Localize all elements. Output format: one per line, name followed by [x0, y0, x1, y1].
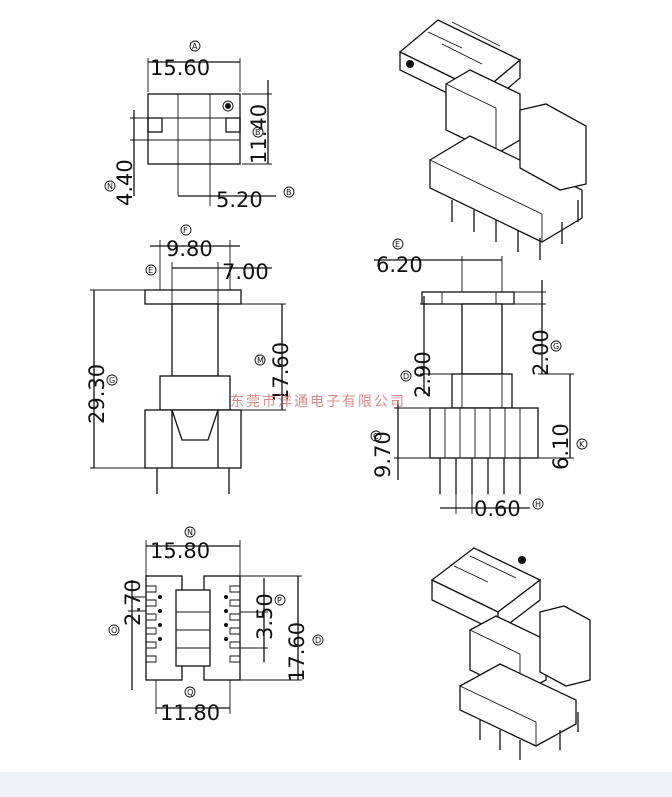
dim-top-height: 11.40: [247, 104, 271, 164]
dim-front-flange-label-letter: E: [148, 266, 153, 275]
front-view: 9.80 F E 7.00 29.30 G 17.60 M: [85, 224, 293, 494]
bobbin-drawing: 15.60 A 11.40 B 4.40 N 5.20 B: [85, 19, 591, 760]
dim-top-width: 15.60: [150, 56, 210, 80]
dim-side-upper: 2.00: [529, 329, 553, 376]
dim-front-flange: 9.80: [166, 237, 213, 261]
watermark-text: 东莞市洋通电子有限公司: [230, 393, 406, 410]
dim-top-height-letter: B: [255, 128, 261, 137]
footer-band: [0, 772, 672, 797]
dim-side-base-letter: C: [373, 432, 379, 441]
dim-bottom-pitch: 2.70: [121, 579, 145, 626]
bottom-view: 15.80 N 2.70 O 3.50 P 17.60 D 11.80 Q: [108, 526, 324, 725]
dim-top-offset: 5.20: [216, 188, 263, 212]
top-view: 15.60 A 11.40 B 4.40 N 5.20 B: [104, 40, 295, 212]
isometric-view-bottom: [430, 547, 591, 760]
dim-bottom-top-width: 15.80: [150, 539, 210, 563]
dim-top-offset-letter: B: [286, 188, 292, 197]
dim-side-mid-letter: D: [403, 372, 409, 381]
dim-bottom-height-letter: D: [315, 636, 321, 645]
dim-top-slot: 4.40: [113, 159, 137, 206]
dim-side-upper-letter: G: [553, 342, 559, 351]
dim-side-core-letter: E: [395, 240, 400, 249]
dim-bottom-width: 11.80: [160, 701, 220, 725]
dim-front-height-letter: G: [109, 376, 115, 385]
dim-front-winding: 17.60: [269, 342, 293, 402]
dim-front-height: 29.30: [85, 364, 109, 424]
dim-side-base: 9.70: [371, 431, 395, 478]
dim-side-pin: 0.60: [474, 497, 521, 521]
dim-top-width-letter: A: [192, 42, 198, 51]
dim-side-core: 6.20: [376, 253, 423, 277]
dim-bottom-height: 17.60: [285, 622, 309, 682]
dim-bottom-pitch-letter: O: [111, 626, 117, 635]
dim-bottom-top-width-letter: N: [187, 528, 193, 537]
dim-side-base-h: 6.10: [549, 423, 573, 470]
dim-side-pin-letter: H: [535, 500, 541, 509]
dim-front-core: 7.00: [222, 260, 269, 284]
isometric-view-top: [398, 19, 587, 260]
dim-side-base-h-letter: K: [579, 440, 585, 449]
dim-bottom-gap: 3.50: [253, 593, 277, 640]
dim-side-mid: 2.90: [411, 351, 435, 398]
dim-top-slot-letter: N: [107, 182, 113, 191]
dim-front-flange-letter: F: [183, 226, 188, 235]
dim-bottom-width-letter: Q: [187, 688, 193, 697]
pin1-marker-dot: [225, 103, 231, 109]
side-view: 6.20 E 2.00 G 2.90 D 9.70 C 6.10 K: [370, 238, 588, 521]
dim-front-winding-letter: M: [257, 356, 264, 365]
dim-bottom-gap-letter: P: [277, 596, 282, 605]
